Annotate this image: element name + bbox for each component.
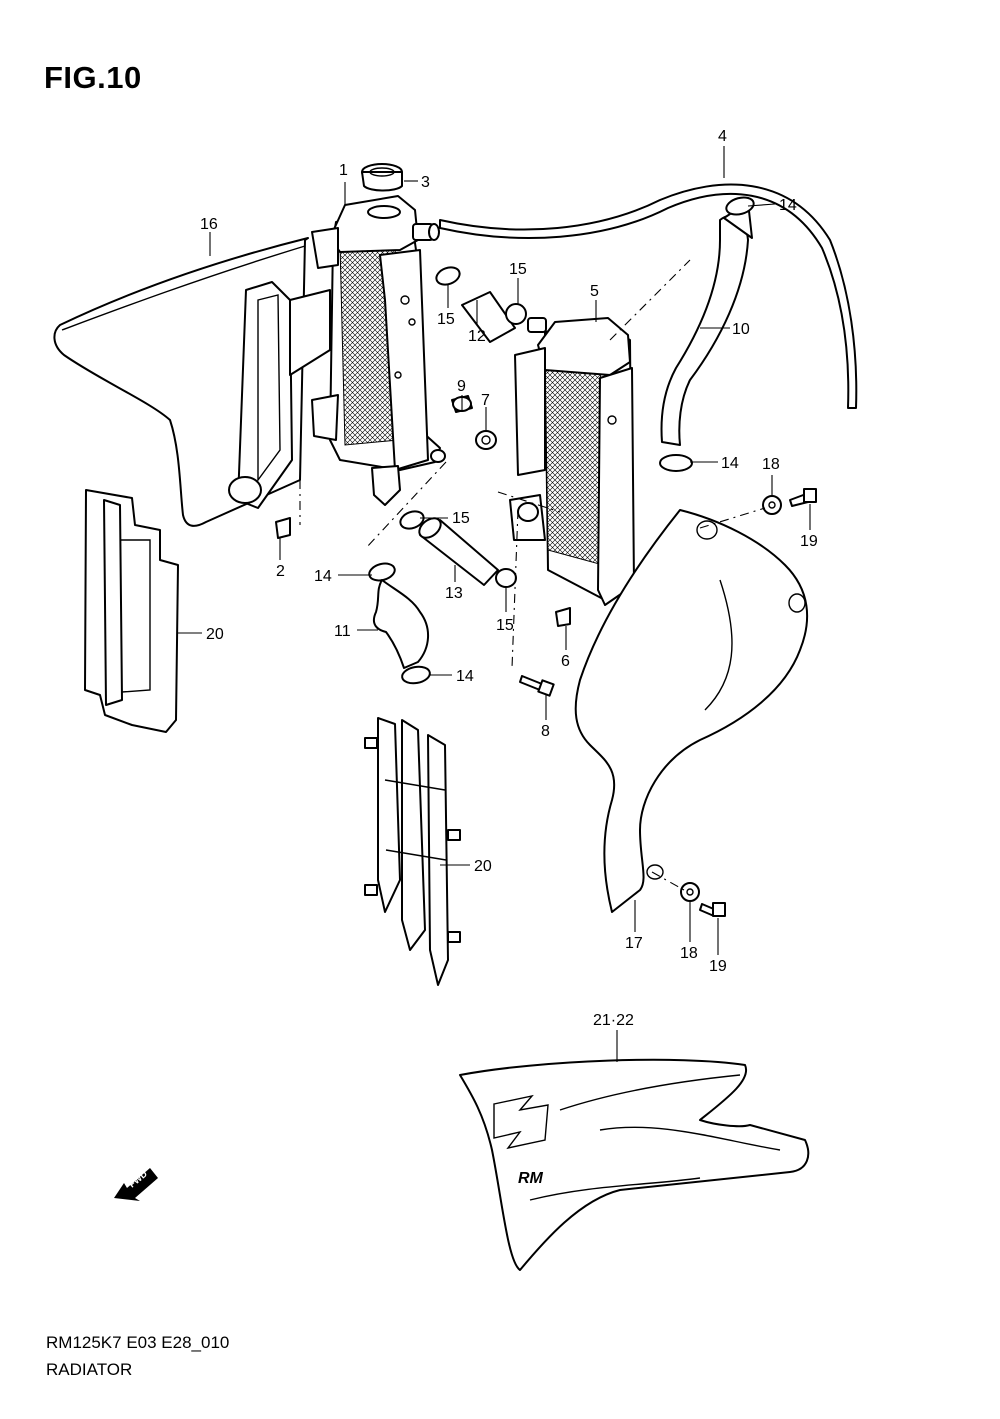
clip-left[interactable] — [275, 517, 291, 539]
fwd-arrow-icon: FWD — [114, 1168, 158, 1201]
callout-6: 6 — [561, 653, 570, 670]
right-radiator-shroud[interactable] — [574, 509, 809, 913]
callout-11: 11 — [334, 623, 351, 640]
callout-14-top: 14 — [779, 197, 797, 214]
upper-connector-hose[interactable] — [461, 291, 516, 343]
leader-lines — [178, 146, 811, 1062]
washer-lower[interactable] — [680, 882, 700, 902]
overflow-hose[interactable] — [439, 183, 858, 409]
hose-clamp-14-right[interactable] — [659, 454, 693, 472]
callout-13: 13 — [445, 585, 463, 602]
lower-connector-hose[interactable] — [416, 514, 499, 586]
callout-15-lower-right: 15 — [496, 617, 514, 634]
callout-8: 8 — [541, 723, 550, 740]
washer-upper[interactable] — [762, 495, 782, 515]
hose-clamp-15-upper-left[interactable] — [434, 264, 462, 287]
hose-clamp-15-upper-right[interactable] — [505, 303, 527, 325]
callout-9: 9 — [457, 378, 466, 395]
left-shroud-bracket — [228, 281, 331, 509]
callout-15-lower-left: 15 — [452, 510, 470, 527]
hose-clamp-14-bottom[interactable] — [401, 665, 431, 686]
callout-14-left: 14 — [314, 568, 332, 585]
model-code: RM125K7 E03 E28_010 — [46, 1333, 230, 1352]
callout-1: 1 — [339, 162, 348, 179]
callout-5: 5 — [590, 283, 599, 300]
callout-18-upper: 18 — [762, 456, 780, 473]
collar[interactable] — [475, 430, 497, 450]
radiator-cap[interactable] — [361, 163, 403, 192]
lower-hose[interactable] — [372, 579, 429, 669]
bolt-upper[interactable] — [789, 488, 817, 507]
callout-10: 10 — [732, 321, 750, 338]
callout-2: 2 — [276, 563, 285, 580]
hose-clamp-15-lower-left[interactable] — [398, 508, 426, 531]
callout-14-bottom: 14 — [456, 668, 474, 685]
clip-right[interactable] — [555, 607, 571, 627]
callout-16: 16 — [200, 216, 218, 233]
right-radiator[interactable] — [509, 317, 635, 606]
shroud-decal[interactable]: RM — [459, 1058, 810, 1271]
section-name: RADIATOR — [46, 1360, 133, 1379]
callout-4: 4 — [718, 128, 727, 145]
callout-12: 12 — [468, 328, 486, 345]
bolt-8[interactable] — [519, 675, 555, 697]
hose-clamp-15-lower-right[interactable] — [495, 568, 517, 588]
radiator-guard-right[interactable] — [364, 717, 461, 986]
callout-19-upper: 19 — [800, 533, 818, 550]
bolt-lower[interactable] — [699, 902, 726, 917]
svg-text:RM: RM — [518, 1170, 544, 1187]
callout-labels: 1 2 3 4 5 6 7 8 9 10 11 12 13 14 14 14 1… — [200, 128, 818, 1029]
callout-15-upper-right: 15 — [509, 261, 527, 278]
callout-20-right: 20 — [474, 858, 492, 875]
callout-14-right: 14 — [721, 455, 739, 472]
callout-15-upper-left: 15 — [437, 311, 455, 328]
callout-17: 17 — [625, 935, 643, 952]
callout-3: 3 — [421, 174, 430, 191]
figure-title: FIG.10 — [44, 60, 142, 95]
assembly-lines — [299, 259, 766, 891]
callout-20-left: 20 — [206, 626, 224, 643]
callout-21-22: 21·22 — [593, 1012, 634, 1029]
left-radiator[interactable] — [311, 195, 446, 506]
filler-neck — [367, 205, 401, 219]
callout-7: 7 — [481, 392, 490, 409]
radiator-guard-left[interactable] — [84, 489, 179, 733]
callout-18-lower: 18 — [680, 945, 698, 962]
hose-clamp-14-top[interactable] — [724, 195, 755, 218]
callout-19-lower: 19 — [709, 958, 727, 975]
